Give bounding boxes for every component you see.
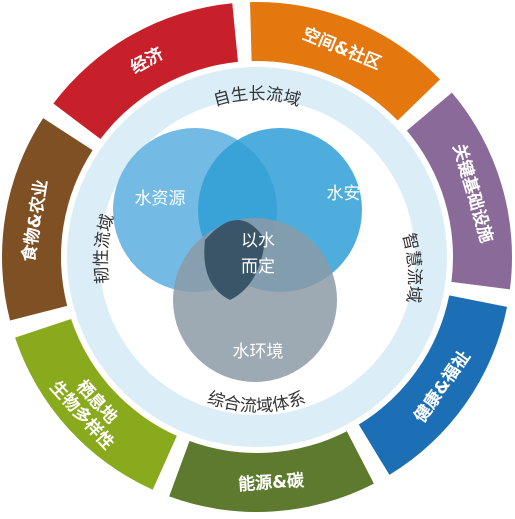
outer-ring-segment bbox=[15, 318, 177, 490]
venn-center-label-line2: 而定 bbox=[241, 257, 275, 277]
venn-diagram bbox=[113, 128, 362, 382]
venn-center-label-line1: 以水 bbox=[241, 231, 275, 251]
outer-ring-segment bbox=[53, 3, 238, 140]
venn-center bbox=[204, 220, 265, 300]
venn-label-water-security: 水安全 bbox=[327, 184, 378, 204]
outer-ring-segment bbox=[169, 431, 374, 512]
outer-ring-segment bbox=[358, 295, 508, 475]
outer-ring-segment bbox=[250, 1, 440, 121]
outer-ring-segment bbox=[1, 118, 93, 321]
outer-ring-segment bbox=[406, 92, 512, 290]
venn-label-water-environment: 水环境 bbox=[233, 342, 284, 362]
outer-ring-segment-label: 能源&碳 bbox=[238, 470, 306, 495]
outer-ring: 经济空间&社区关键基础设施健康&福祉能源&碳栖息地生物多样性食物&农业 bbox=[1, 1, 512, 512]
venn-label-water-resources: 水资源 bbox=[135, 189, 186, 209]
